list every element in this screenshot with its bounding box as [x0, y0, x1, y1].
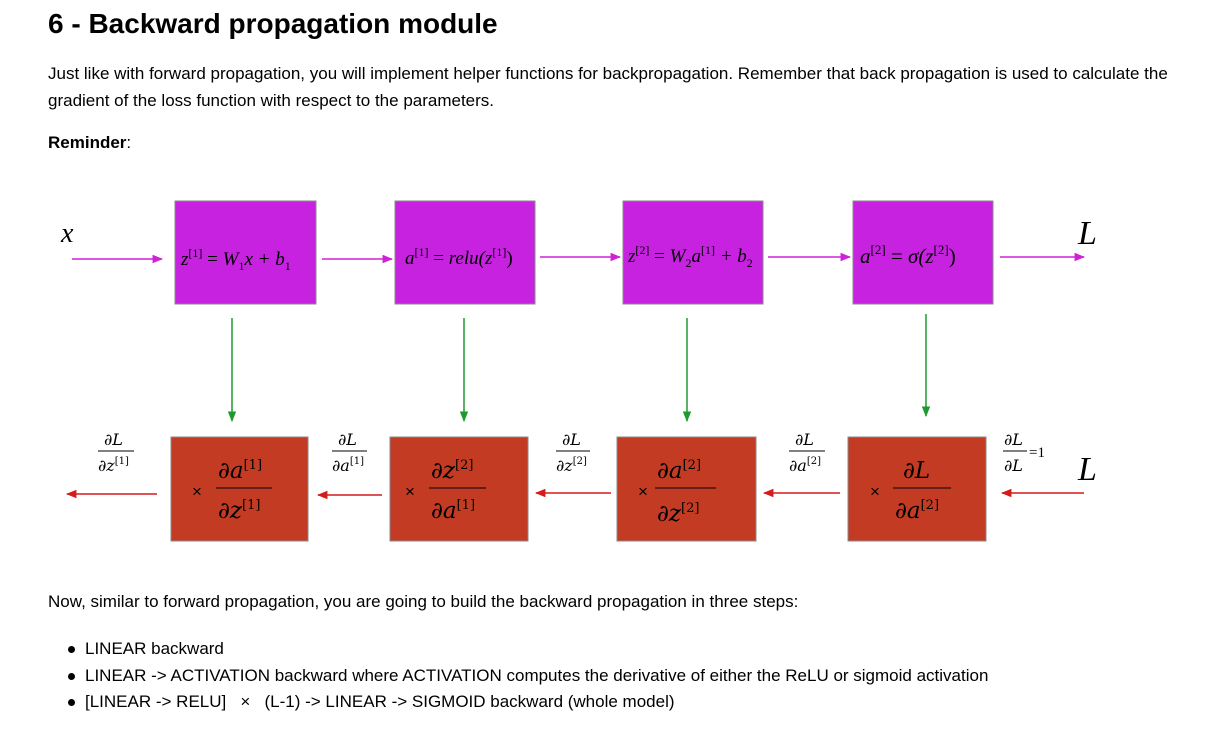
section-heading: 6 - Backward propagation module [48, 8, 498, 39]
backward-box-3 [616, 436, 757, 542]
forward-box-1 [174, 200, 317, 305]
backward-term-3: × ∂a[2] ∂z[2] [638, 458, 716, 527]
steps-intro-paragraph: Now, similar to forward propagation, you… [48, 592, 799, 611]
backward-box-4 [847, 436, 987, 542]
forward-eq-3: z[2] = W2a[1] + b2 [627, 243, 753, 270]
reminder-colon: : [126, 133, 132, 152]
grad-den-5: ∂L [1004, 456, 1023, 475]
step-item-whole-model-backward: [LINEAR -> RELU] × (L-1) -> LINEAR -> SI… [48, 689, 988, 716]
grad-den-4: ∂a[2] [789, 456, 821, 475]
steps-list: LINEAR backward LINEAR -> ACTIVATION bac… [48, 636, 988, 716]
grad-eq-5: =1 [1029, 445, 1045, 461]
frac-num-4: ∂L [903, 458, 930, 484]
backward-box-2 [389, 436, 529, 542]
input-x-label: x [60, 218, 74, 249]
backprop-diagram: x L L z[1] = W1x + b1 a[1] = relu(z[1]) … [60, 200, 1097, 542]
frac-num-2: ∂z[2] [431, 458, 473, 484]
grad-den-1: ∂z[1] [98, 456, 129, 475]
frac-den-2: ∂a[1] [431, 498, 475, 524]
frac-den-1: ∂z[1] [218, 498, 260, 524]
gradient-label-2: ∂L ∂a[1] [332, 430, 367, 475]
times-sign-3: × [638, 482, 648, 501]
grad-num-4: ∂L [795, 430, 814, 449]
forward-box-2 [394, 200, 536, 305]
times-sign-2: × [405, 482, 415, 501]
frac-den-3: ∂z[2] [657, 501, 699, 527]
backward-term-4: × ∂L ∂a[2] [870, 458, 951, 524]
times-sign-4: × [870, 482, 880, 501]
forward-box-3 [622, 200, 764, 305]
step-item-linear-activation-backward: LINEAR -> ACTIVATION backward where ACTI… [48, 663, 988, 690]
step-item-linear-backward: LINEAR backward [48, 636, 988, 663]
frac-den-4: ∂a[2] [895, 498, 939, 524]
gradient-label-3: ∂L ∂z[2] [556, 430, 590, 475]
output-l-label-top: L [1077, 215, 1097, 252]
grad-num-2: ∂L [338, 430, 357, 449]
frac-num-1: ∂a[1] [218, 458, 262, 484]
grad-num-1: ∂L [104, 430, 123, 449]
reminder-label: Reminder: [48, 133, 131, 153]
grad-den-3: ∂z[2] [556, 456, 587, 475]
intro-paragraph: Just like with forward propagation, you … [48, 64, 1168, 110]
output-l-label-bottom: L [1077, 451, 1097, 488]
backward-term-1: × ∂a[1] ∂z[1] [192, 458, 272, 524]
reminder-strong: Reminder [48, 133, 127, 152]
grad-num-5: ∂L [1004, 430, 1023, 449]
grad-num-3: ∂L [562, 430, 581, 449]
times-sign-1: × [192, 482, 202, 501]
gradient-label-4: ∂L ∂a[2] [789, 430, 825, 475]
grad-den-2: ∂a[1] [332, 456, 364, 475]
forward-eq-1: z[1] = W1x + b1 [180, 246, 291, 273]
backward-box-1 [170, 436, 309, 542]
forward-eq-4: a[2] = σ(z[2]) [860, 242, 956, 268]
forward-eq-2: a[1] = relu(z[1]) [405, 245, 513, 269]
backward-term-2: × ∂z[2] ∂a[1] [405, 458, 486, 524]
forward-box-4 [852, 200, 994, 305]
frac-num-3: ∂a[2] [657, 458, 701, 484]
gradient-label-1: ∂L ∂z[1] [98, 430, 134, 475]
gradient-label-5: ∂L ∂L =1 [1003, 430, 1045, 475]
